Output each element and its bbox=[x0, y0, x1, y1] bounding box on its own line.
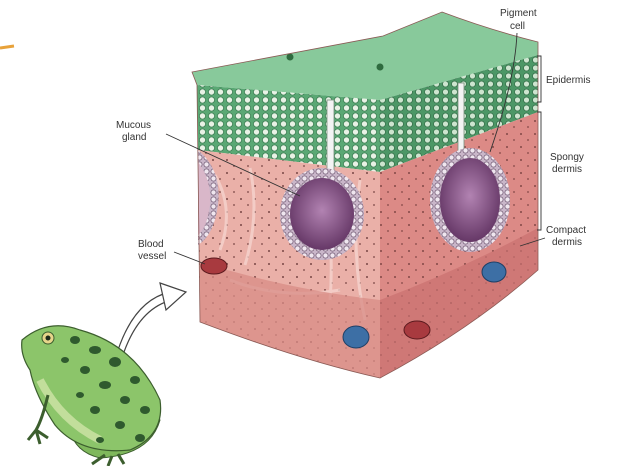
label-spongy-dermis: Spongy dermis bbox=[537, 112, 584, 230]
label-spongy-dermis-line1: Spongy bbox=[550, 152, 584, 163]
frog-illustration bbox=[22, 326, 161, 466]
label-compact-dermis-line2: dermis bbox=[552, 237, 582, 248]
surface-pore bbox=[287, 54, 294, 61]
label-epidermis-text: Epidermis bbox=[546, 75, 590, 86]
magnification-arrow bbox=[118, 283, 186, 352]
label-blood-vessel-line1: Blood bbox=[138, 239, 164, 250]
blood-vessel-red bbox=[201, 258, 227, 274]
label-pigment-cell-line1: Pigment bbox=[500, 8, 537, 19]
label-epidermis: Epidermis bbox=[537, 56, 590, 102]
surface-pore bbox=[377, 64, 384, 71]
label-blood-vessel: Blood vessel bbox=[138, 239, 205, 264]
label-mucous-gland-line2: gland bbox=[122, 132, 146, 143]
skin-block bbox=[192, 12, 538, 378]
blood-vessel-red bbox=[404, 321, 430, 339]
label-mucous-gland-line1: Mucous bbox=[116, 120, 151, 131]
label-spongy-dermis-line2: dermis bbox=[552, 164, 582, 175]
blood-vessel-blue bbox=[343, 326, 369, 348]
label-blood-vessel-line2: vessel bbox=[138, 251, 166, 262]
blood-vessel-blue bbox=[482, 262, 506, 282]
label-pigment-cell-line2: cell bbox=[510, 21, 525, 32]
accent-mark bbox=[0, 46, 14, 48]
label-compact-dermis-line1: Compact bbox=[546, 225, 586, 236]
